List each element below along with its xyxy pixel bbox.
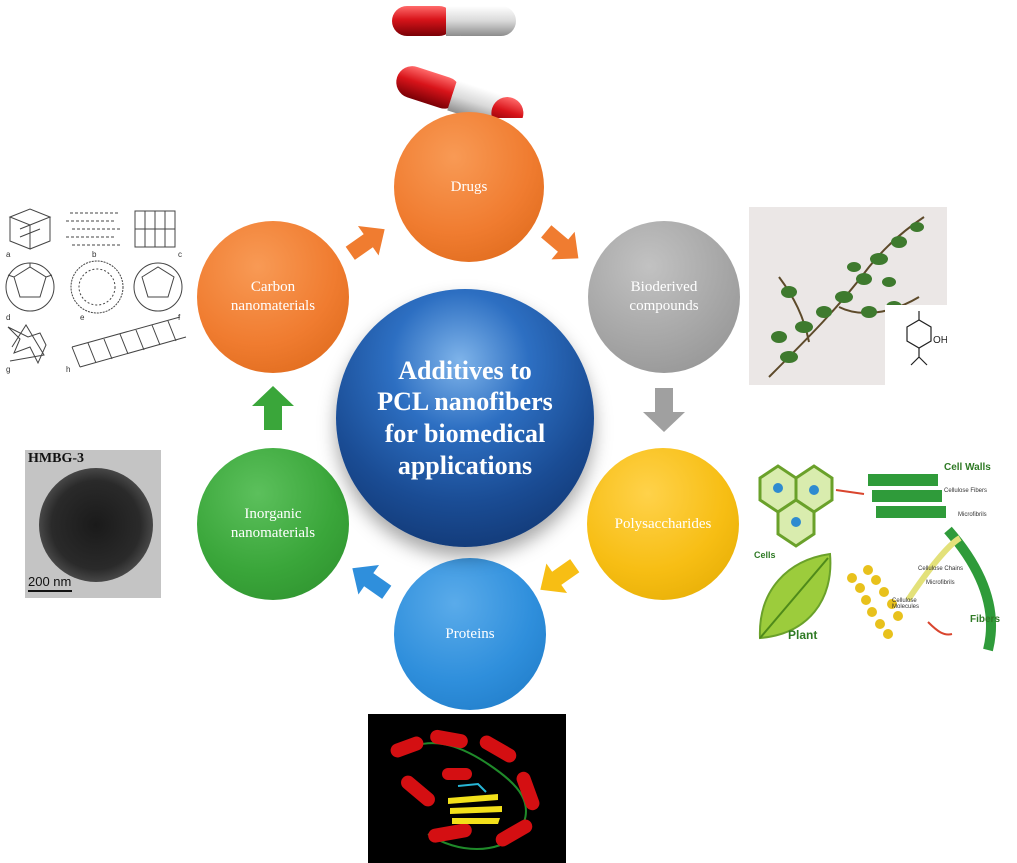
center-sphere: Additives to PCL nanofibers for biomedic… xyxy=(336,289,594,547)
cellulose-cells-label: Cells xyxy=(754,550,776,560)
svg-text:b: b xyxy=(92,250,97,259)
svg-text:g: g xyxy=(6,365,10,374)
arrow-drugs-to-bioderived xyxy=(541,225,579,260)
cellulose-molecules-label: Cellulose Molecules xyxy=(892,598,920,610)
carbon-allotropes-illustration: a b c d e f g h xyxy=(0,197,190,375)
cellulose-fibers-label: Fibers xyxy=(970,614,1001,625)
thyme-oh-label: OH xyxy=(933,335,947,346)
cellulose-microfibrils-top-label: Microfibrils xyxy=(958,512,987,518)
arrow-bioderived-to-polysaccharides xyxy=(643,388,685,432)
tem-micrograph: HMBG-3 200 nm xyxy=(25,450,161,598)
tem-scale: 200 nm xyxy=(28,574,72,589)
arrow-carbon-to-drugs xyxy=(345,225,385,260)
node-bioderived: Bioderived compounds xyxy=(588,221,740,373)
node-bioderived-label: Bioderived compounds xyxy=(629,279,699,314)
arrow-proteins-to-inorganic xyxy=(352,564,392,599)
svg-text:e: e xyxy=(80,313,85,322)
cellulose-structure-illustration: Cells Cell Walls Cellulose Fibers Microf… xyxy=(748,450,1017,656)
node-inorganic-label: Inorganic nanomaterials xyxy=(230,506,316,541)
node-carbon-label: Carbon nanomaterials xyxy=(230,279,316,314)
arrow-inorganic-to-carbon xyxy=(252,386,294,430)
svg-text:d: d xyxy=(6,313,10,322)
node-polysaccharides: Polysaccharides xyxy=(587,448,739,600)
node-proteins-label: Proteins xyxy=(445,625,495,642)
cellulose-fibers-top-label: Cellulose Fibers xyxy=(944,488,988,494)
arrow-polysaccharides-to-proteins xyxy=(540,559,580,594)
svg-text:f: f xyxy=(178,313,181,322)
node-drugs-label: Drugs xyxy=(450,178,488,195)
center-title: Additives to PCL nanofibers for biomedic… xyxy=(377,355,553,480)
svg-text:c: c xyxy=(178,250,182,259)
tem-title: HMBG-3 xyxy=(28,451,84,466)
cellulose-plant-label: Plant xyxy=(788,628,818,642)
cellulose-chains-label: Cellulose Chains xyxy=(918,566,964,572)
capsule-pills-icon xyxy=(392,6,524,118)
thyme-plant-photo: OH xyxy=(749,207,947,385)
protein-structure-render xyxy=(368,714,566,863)
node-polysaccharides-label: Polysaccharides xyxy=(614,515,712,532)
svg-text:a: a xyxy=(6,250,11,259)
cellulose-cellwalls-label: Cell Walls xyxy=(944,462,991,473)
svg-text:h: h xyxy=(66,365,70,374)
cellulose-microfibrils-label: Microfibrils xyxy=(926,580,955,586)
node-drugs: Drugs xyxy=(394,112,544,262)
node-carbon: Carbon nanomaterials xyxy=(197,221,349,373)
node-proteins: Proteins xyxy=(394,558,546,710)
node-inorganic: Inorganic nanomaterials xyxy=(197,448,349,600)
